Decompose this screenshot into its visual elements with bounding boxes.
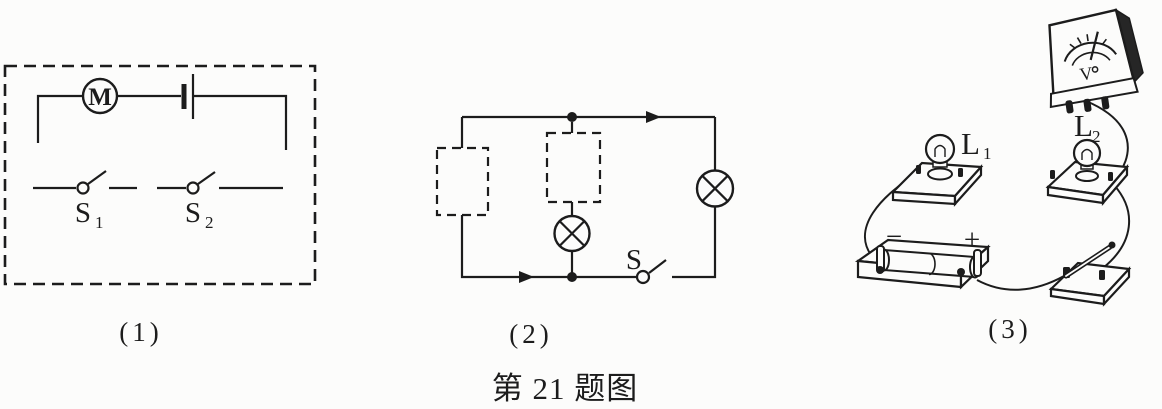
current-arrow-bottom [519,271,534,283]
lamp-symbol-middle [553,214,591,253]
lamp1-sub: 1 [983,144,992,163]
battery-clip-right [973,249,982,277]
battery-plus-label: + [964,224,980,256]
switch-s2-symbol: S 2 [157,171,283,232]
lamp1-terminal-right [958,168,963,177]
lamp2-icon: L 2 [1045,108,1130,206]
lamp2-terminal-right [1108,172,1113,181]
switch-s2-sub: 2 [205,213,214,232]
wire-bottom-left [460,215,637,279]
junction-dot-top [567,112,577,122]
motor-label: M [88,84,112,111]
panel-1-label: (1) [119,317,162,347]
panel-3-label: (3) [988,314,1031,344]
wire-left [36,94,83,143]
voltmeter-label: V [1078,63,1094,85]
wire-right [193,94,288,150]
lamp1-icon: L 1 [890,126,992,207]
wire-battery-to-switch [976,275,1065,291]
lamp1-terminal-left [916,165,921,174]
battery-symbol [181,74,195,119]
motor-symbol: M [81,77,119,115]
switch-contact-post [1099,270,1105,280]
wire-switch-to-lamp2 [1102,184,1131,269]
panel-1-circuit: M S 1 S 2 (1) [3,64,317,347]
panel-2-label: (2) [509,319,552,349]
panel-3-apparatus: V L 1 [854,8,1144,344]
switch-knob [1108,241,1116,249]
lamp1-label: L [961,126,980,161]
lamp2-terminal-left [1050,170,1055,179]
current-arrow-top [646,111,661,123]
switch-s1-sub: 1 [95,213,104,232]
wire-right-lower [672,206,717,279]
dashed-placeholder-left [435,146,490,217]
switch-s1-label: S [75,197,91,229]
dashed-placeholder-middle [545,131,602,204]
lamp2-sub: 2 [1092,127,1101,146]
lamp2-label: L [1074,108,1093,143]
figure-caption: 第 21 题图 [492,371,639,406]
switch-s2-label: S [185,197,201,229]
voltmeter-icon: V [1048,8,1144,114]
junction-dot-bottom [567,272,577,282]
battery-holder-icon: − + [854,221,991,290]
lamp-symbol-right [695,169,735,208]
voltmeter-dial [1063,31,1118,66]
dashed-border-box [3,64,317,286]
switch-s1-symbol: S 1 [33,170,137,232]
knife-switch-icon [1048,241,1132,307]
switch-s-symbol: S [626,244,667,285]
voltmeter-terminal-mark [1091,66,1099,73]
voltmeter-needle [1089,31,1099,61]
panel-2-circuit: S (2) [435,111,735,349]
battery-minus-label: − [886,221,902,253]
switch-s-label: S [626,244,642,276]
